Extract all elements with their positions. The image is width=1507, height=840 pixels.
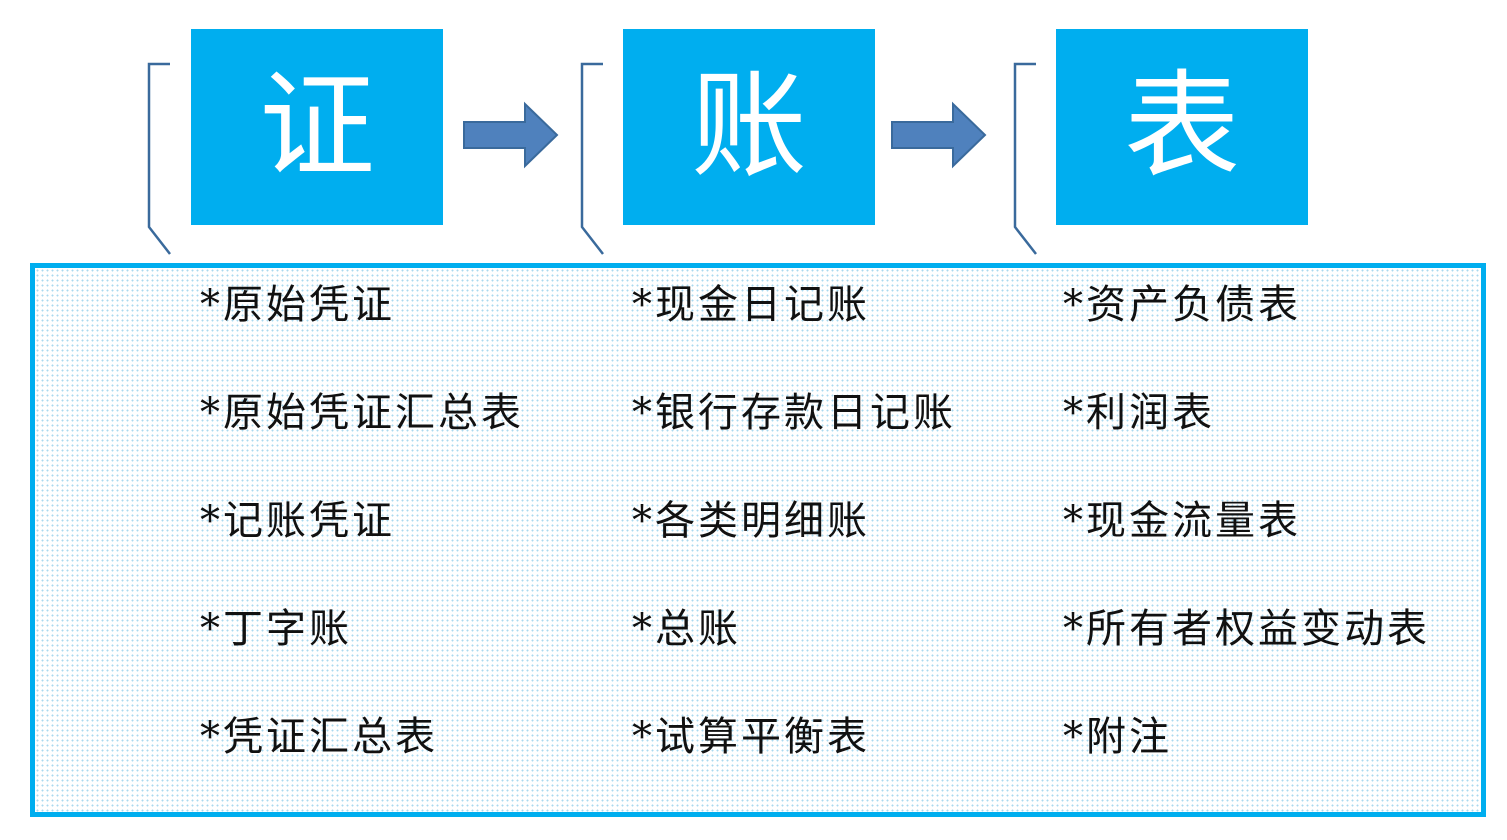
right-arrow-icon bbox=[463, 101, 559, 169]
list-item: *利润表 bbox=[1063, 390, 1215, 436]
header-voucher: 证 bbox=[191, 29, 443, 225]
content-panel bbox=[30, 263, 1486, 817]
header-statement: 表 bbox=[1056, 29, 1308, 225]
list-item: *总账 bbox=[632, 606, 741, 652]
list-item: *所有者权益变动表 bbox=[1063, 606, 1430, 652]
list-item: *现金流量表 bbox=[1063, 498, 1301, 544]
list-item: *记账凭证 bbox=[200, 498, 395, 544]
list-item: *各类明细账 bbox=[632, 498, 870, 544]
list-item: *资产负债表 bbox=[1063, 282, 1301, 328]
list-item: *银行存款日记账 bbox=[632, 390, 956, 436]
left-bracket-1 bbox=[147, 62, 171, 255]
list-item: *原始凭证汇总表 bbox=[200, 390, 524, 436]
list-item: *丁字账 bbox=[200, 606, 352, 652]
header-voucher-label: 证 bbox=[259, 59, 375, 194]
right-arrow-icon bbox=[891, 101, 987, 169]
header-statement-label: 表 bbox=[1124, 59, 1240, 194]
list-item: *凭证汇总表 bbox=[200, 714, 438, 760]
list-item: *原始凭证 bbox=[200, 282, 395, 328]
left-bracket-2 bbox=[580, 62, 604, 255]
left-bracket-3 bbox=[1013, 62, 1037, 255]
list-item: *现金日记账 bbox=[632, 282, 870, 328]
header-ledger: 账 bbox=[623, 29, 875, 225]
header-ledger-label: 账 bbox=[691, 59, 807, 194]
list-item: *试算平衡表 bbox=[632, 714, 870, 760]
list-item: *附注 bbox=[1063, 714, 1172, 760]
